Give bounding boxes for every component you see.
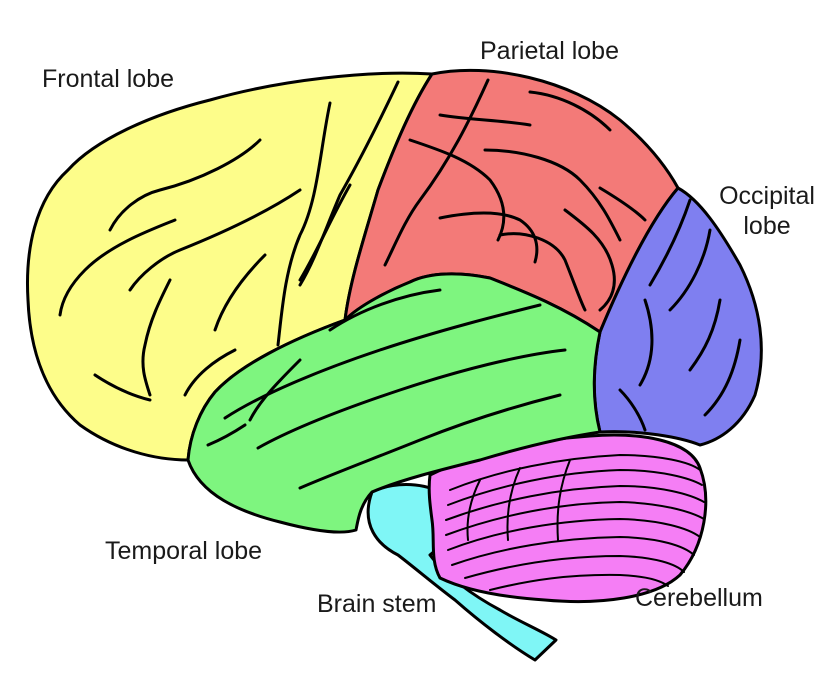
temporal-lobe-label: Temporal lobe xyxy=(105,537,263,565)
occipital-sulci xyxy=(618,198,742,432)
parietal-lobe-label: Parietal lobe xyxy=(480,37,619,65)
parietal-sulci xyxy=(383,78,647,312)
temporal-lobe-region xyxy=(186,272,602,534)
occipital-lobe-label: Occipital lobe xyxy=(719,182,815,240)
frontal-lobe-label: Frontal lobe xyxy=(42,65,175,93)
cerebellum-label: Cerebellum xyxy=(635,584,763,612)
temporal-sulci xyxy=(223,288,567,490)
occipital-lobe-region xyxy=(592,186,763,447)
frontal-sulci xyxy=(58,80,400,447)
brain-stem-label: Brain stem xyxy=(317,590,437,618)
cerebellum-folia xyxy=(445,453,705,591)
